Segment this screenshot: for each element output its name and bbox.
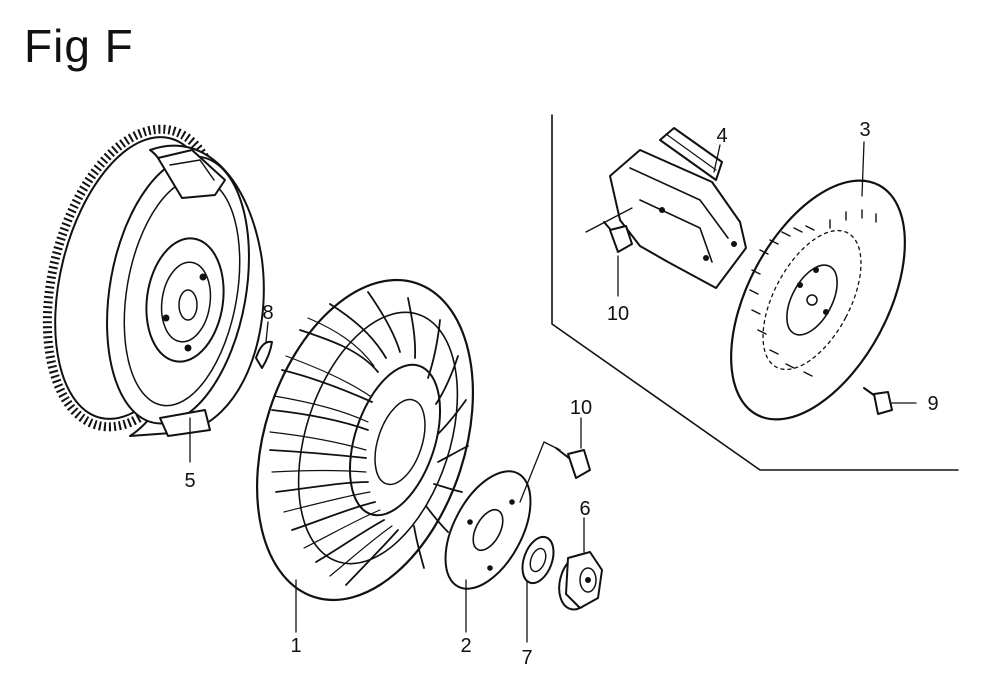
callout-10-lower: 10	[570, 397, 592, 419]
callout-7: 7	[521, 647, 532, 669]
callout-10-upper: 10	[607, 303, 629, 325]
flywheel-part-5	[42, 124, 265, 437]
bolt-part-10-upper	[603, 221, 633, 253]
cooling-fan-part-1	[255, 278, 475, 602]
flange-nut-part-6	[558, 551, 603, 611]
screw-part-9	[863, 387, 893, 415]
bracket-part-4	[609, 127, 747, 289]
fan-plate-part-2	[444, 470, 532, 590]
callout-8: 8	[262, 302, 273, 324]
callout-2: 2	[460, 635, 471, 657]
callout-6: 6	[579, 498, 590, 520]
callout-4: 4	[716, 125, 727, 147]
bolt-part-10-lower	[555, 447, 591, 479]
callout-9: 9	[927, 393, 938, 415]
callout-5: 5	[184, 470, 195, 492]
callout-1: 1	[290, 635, 301, 657]
washer-part-7	[521, 535, 555, 585]
callout-3: 3	[859, 119, 870, 141]
rotor-disc-part-3	[730, 179, 906, 421]
key-part-8	[255, 340, 273, 369]
figure-title: Fig F	[24, 20, 134, 72]
